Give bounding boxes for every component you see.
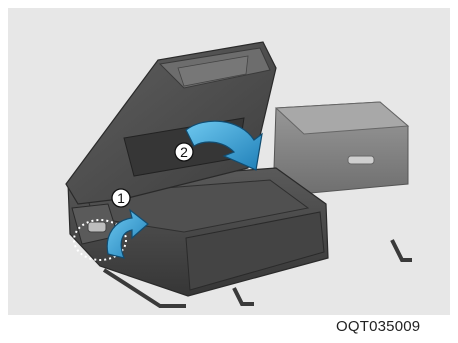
step-badge-2: 2 <box>175 143 193 161</box>
svg-text:2: 2 <box>180 144 188 160</box>
svg-text:1: 1 <box>117 190 125 206</box>
seat-fold-illustration: 1 2 <box>8 8 450 315</box>
rear-cushion-block <box>274 102 408 194</box>
figure-reference-code: OQT035009 <box>336 318 420 335</box>
step-badge-1: 1 <box>112 189 130 207</box>
